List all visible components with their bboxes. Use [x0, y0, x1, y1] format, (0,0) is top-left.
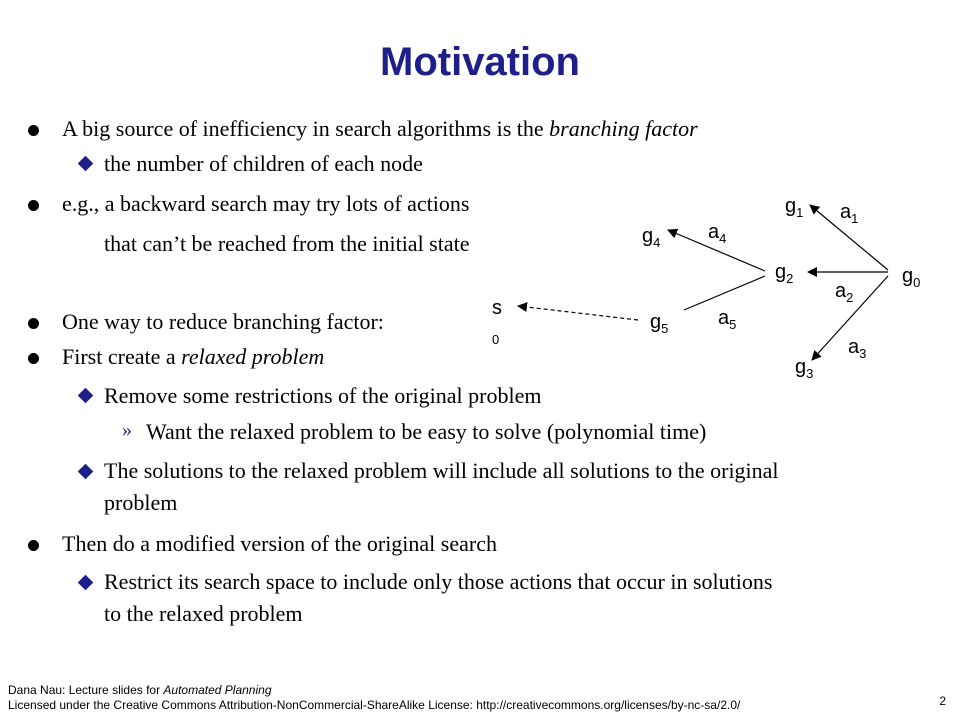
- footer-license: Licensed under the Creative Commons Attr…: [8, 698, 741, 712]
- bullet-dot: [28, 125, 39, 136]
- action-a1: a1: [840, 201, 859, 226]
- bullet-dot: [28, 200, 39, 211]
- action-a5: a5: [718, 307, 737, 332]
- bullet-dot: [28, 540, 39, 551]
- bullet-2-text: e.g., a backward search may try lots of …: [62, 191, 470, 216]
- slide-title: Motivation: [380, 40, 580, 84]
- raquo-bullet-icon: »: [122, 419, 132, 441]
- arrow-g2-g4: [667, 228, 766, 272]
- node-g2: g2: [775, 261, 794, 286]
- node-g3: g3: [795, 356, 814, 381]
- bullet-1-emphasis: branching factor: [549, 116, 698, 141]
- page-number: 2: [939, 694, 946, 708]
- arrow-g5-s0-dashed: [517, 302, 639, 321]
- bullet-4-pre: First create a: [62, 344, 182, 369]
- arrow-g0-g3: [811, 275, 889, 361]
- action-a3: a3: [848, 336, 867, 361]
- bullet-1-pre: A big source of inefficiency in search a…: [62, 116, 550, 141]
- bullet-dot: [28, 318, 39, 329]
- bullet-3-text: One way to reduce branching factor:: [62, 309, 384, 334]
- node-g1: g1: [785, 195, 804, 220]
- action-a4: a4: [708, 221, 727, 246]
- bullet-5-sub-line-2: to the relaxed problem: [104, 601, 303, 626]
- bullet-2-continuation: that can’t be reached from the initial s…: [104, 231, 470, 256]
- arrow-g2-g5: [683, 275, 766, 311]
- bullet-5-text: Then do a modified version of the origin…: [62, 531, 497, 556]
- node-g4: g4: [642, 225, 661, 250]
- bullet-4-emphasis: relaxed problem: [181, 344, 325, 369]
- bullet-dot: [28, 353, 39, 364]
- bullet-1-sub: the number of children of each node: [104, 151, 423, 176]
- bullet-4-sub-1: Remove some restrictions of the original…: [104, 383, 542, 408]
- node-g5: g5: [650, 311, 669, 336]
- bullet-4-text: First create a relaxed problem: [62, 344, 324, 370]
- bullet-4-sub-2-line-2: problem: [104, 490, 178, 515]
- node-g0: g0: [902, 265, 921, 290]
- action-a2: a2: [835, 280, 854, 305]
- bullet-4-sub-1-sub: Want the relaxed problem to be easy to s…: [146, 419, 707, 444]
- bullet-5-sub-line-1: Restrict its search space to include onl…: [104, 569, 773, 594]
- arrow-g0-g1: [809, 204, 889, 271]
- bullet-1-text: A big source of inefficiency in search a…: [62, 116, 698, 142]
- footer-author: Dana Nau: Lecture slides for Automated P…: [8, 683, 272, 697]
- bullet-4-sub-2-line-1: The solutions to the relaxed problem wil…: [104, 458, 779, 483]
